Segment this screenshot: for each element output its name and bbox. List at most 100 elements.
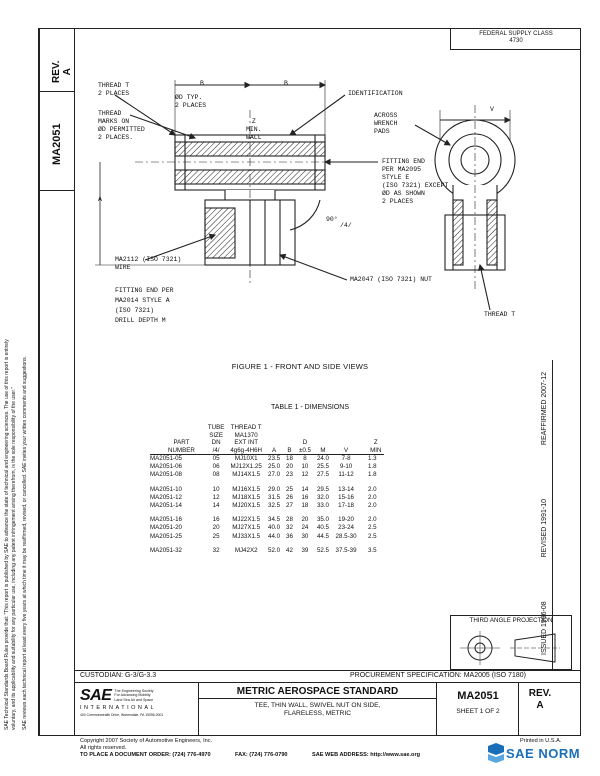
notice-line-2: voluntary, and its applicability and sui… <box>10 387 17 730</box>
figure-caption: FIGURE 1 - FRONT AND SIDE VIEWS <box>231 362 369 371</box>
standard-subtitle: TEE, THIN WALL, SWIVEL NUT ON SIDE, FLAR… <box>254 702 381 717</box>
col-v: V <box>331 424 361 455</box>
table-cell: 35.0 <box>316 516 329 524</box>
doc-number: MA2051 <box>457 690 499 702</box>
printed-in: Printed in U.S.A. <box>520 738 562 744</box>
table-cell: 37.5-39 <box>335 546 357 554</box>
sae-international: INTERNATIONAL <box>80 705 157 711</box>
sae-society-lines: The Engineering Society For Advancing Mo… <box>114 689 154 702</box>
side-divider <box>39 190 75 192</box>
table-cell: 7-8 <box>341 455 351 462</box>
label-thread-t-2-places: THREAD T 2 PLACES <box>98 82 130 97</box>
label-fitting-end-a: FITTING END PER MA2014 STYLE A (ISO 7321… <box>115 287 174 324</box>
table-cell: 24 <box>301 524 309 532</box>
history-strip: ISSUED 1996-08 REVISED 1991-10 REAFFIRME… <box>541 372 548 655</box>
table-cell: 13-14 <box>338 485 354 493</box>
standard-title: METRIC AEROSPACE STANDARD <box>236 686 399 697</box>
order-phone: TO PLACE A DOCUMENT ORDER: (724) 776-497… <box>80 752 211 758</box>
col-a: A <box>265 424 284 455</box>
table-cell: MJ18X1.5 <box>232 493 261 501</box>
table-cell: 30 <box>301 532 309 540</box>
notice-line-3: SAE reviews each technical report at lea… <box>22 356 28 730</box>
table-cell: 32.0 <box>316 493 329 501</box>
table-cell: MJ10X1 <box>234 455 258 462</box>
table-cell: 32 <box>286 524 293 532</box>
history-strip-border <box>552 360 554 670</box>
custodian: CUSTODIAN: G-3/G-3.3 <box>80 672 157 679</box>
copyright: Copyright 2007 Society of Automotive Eng… <box>80 738 213 744</box>
rev-value-bottom: A <box>536 700 544 711</box>
table-cell: 29.5 <box>316 485 329 493</box>
table-cell: MA2051-14 <box>150 502 182 510</box>
table-cell: 28.5-30 <box>335 532 357 540</box>
table-cell: 15-16 <box>338 493 354 501</box>
table-cell: 27.5 <box>316 471 329 479</box>
table-cell: 1.8 <box>367 471 377 479</box>
table-cell: MJ42X2 <box>234 546 258 554</box>
table-cell: 25 <box>212 532 220 540</box>
table-cell: 16 <box>301 493 309 501</box>
label-dim-b-2: B <box>284 80 288 87</box>
table-cell: 27 <box>286 502 293 510</box>
label-across-wrench: ACROSS WRENCH PADS <box>374 112 398 135</box>
table-cell: 27.0 <box>268 471 281 479</box>
table-cell: 2.0 <box>367 516 377 524</box>
table-cell: 28 <box>286 516 293 524</box>
table-cell: 44.0 <box>268 532 281 540</box>
sae-rules-notice: SAE Technical Standards Board Rules prov… <box>4 30 29 730</box>
table-cell: 20 <box>286 463 293 471</box>
projection-box <box>450 615 572 670</box>
table-cell: MJ20X1.5 <box>232 502 261 510</box>
col-part: PART NUMBER <box>150 424 205 455</box>
title-block-top-rule <box>75 682 581 684</box>
table-cell: 40.0 <box>268 524 281 532</box>
table-cell: 9-10 <box>339 463 353 471</box>
sae-norm-logo-icon <box>488 743 504 763</box>
sae-logo: SAE <box>80 687 112 704</box>
table-cell: MA2051-10 <box>150 485 182 493</box>
label-thread-marks: THREAD MARKS ON ØD PERMITTED 2 PLACES. <box>98 110 145 141</box>
fsc-value: 4730 <box>509 38 523 44</box>
table-cell: 44.5 <box>316 532 329 540</box>
table-cell: MA2051-06 <box>150 463 182 471</box>
table-cell: 25.0 <box>268 463 281 471</box>
table-cell: 1.8 <box>367 463 377 471</box>
side-column <box>39 92 75 736</box>
table-cell: 06 <box>212 463 220 471</box>
table-cell: 18 <box>286 455 293 462</box>
table-cell: MA2051-32 <box>150 546 182 554</box>
table-cell: 08 <box>212 471 220 479</box>
table-cell: 16 <box>212 516 220 524</box>
table-cell: 10 <box>212 485 220 493</box>
table-cell: 14 <box>212 502 220 510</box>
procurement-spec: PROCUREMENT SPECIFICATION: MA2005 (ISO 7… <box>350 672 526 679</box>
table-cell: MJ33X1.5 <box>232 532 261 540</box>
table-cell: 40.5 <box>316 524 329 532</box>
table-cell: 23-24 <box>338 524 354 532</box>
rev-value-top: A <box>62 68 73 76</box>
sheet-number: SHEET 1 OF 2 <box>456 708 500 715</box>
table-cell: 19-20 <box>338 516 354 524</box>
table-cell: 3.5 <box>367 546 377 554</box>
col-tube: TUBE SIZE DN /4/ <box>204 424 228 455</box>
drawing-sheet-border <box>39 28 581 736</box>
custodian-top-rule <box>75 670 581 672</box>
table-cell: MA2051-20 <box>150 524 182 532</box>
table-cell: 34.5 <box>268 516 281 524</box>
table-cell: MA2051-08 <box>150 471 182 479</box>
table-cell: 24.0 <box>316 455 329 462</box>
title-block-div-2 <box>436 682 438 736</box>
label-wire: MA2112 (ISO 7321) WIRE <box>115 256 182 271</box>
table-cell: 2.0 <box>367 502 377 510</box>
table-cell: 33.0 <box>316 502 329 510</box>
web-address[interactable]: SAE WEB ADDRESS: http://www.sae.org <box>312 752 421 758</box>
label-nut: MA2047 (ISO 7321) NUT <box>350 276 432 283</box>
title-block-div-3 <box>518 682 520 736</box>
sae-logo-block: SAE The Engineering Society For Advancin… <box>80 687 195 718</box>
table-cell: 52.0 <box>268 546 281 554</box>
